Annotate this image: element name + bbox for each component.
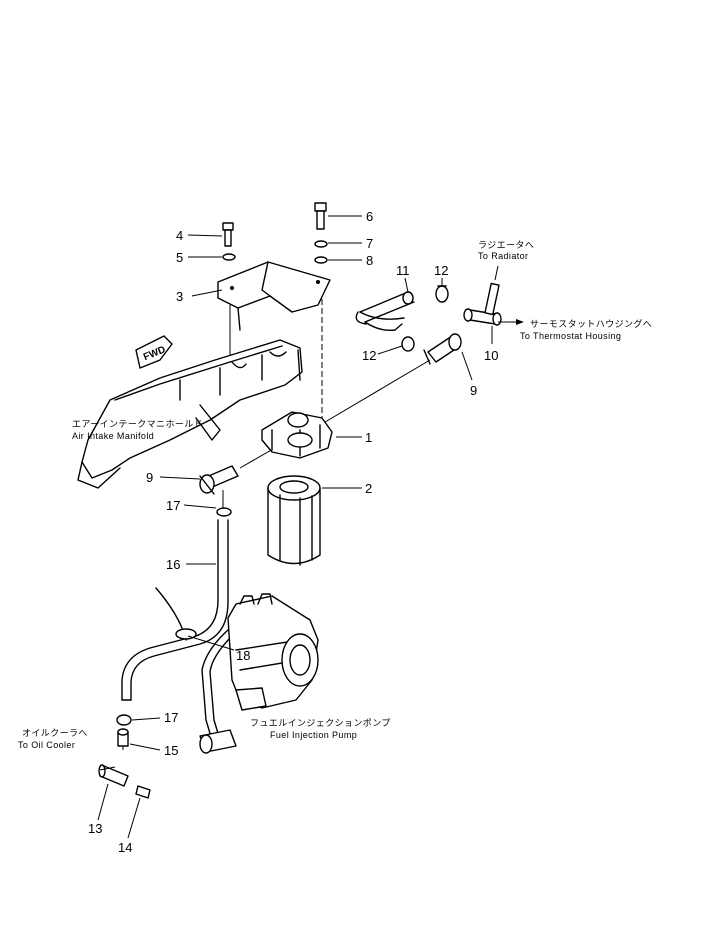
oilcooler-label-en: To Oil Cooler xyxy=(18,740,75,750)
bolt-4 xyxy=(222,222,234,247)
pipe-16 xyxy=(121,519,237,741)
washer-5 xyxy=(222,253,236,261)
gasket-17-upper xyxy=(216,507,232,517)
connector-13 xyxy=(98,764,129,787)
callout-1: 1 xyxy=(365,430,372,445)
callout-numbers: 1 2 3 4 5 6 7 8 9 9 10 11 12 12 13 14 15… xyxy=(88,209,498,855)
plug-14 xyxy=(135,785,151,799)
callout-4: 4 xyxy=(176,228,183,243)
manifold-label-jp: エアーインテークマニホールド xyxy=(72,419,203,429)
washer-7 xyxy=(314,240,328,248)
washer-8 xyxy=(314,256,328,264)
clamp-12-lower xyxy=(401,336,415,352)
hose-11 xyxy=(355,291,415,332)
filter-cartridge-2 xyxy=(267,475,321,566)
thermostat-label-jp: サーモスタットハウジングへ xyxy=(530,318,652,329)
callout-13: 13 xyxy=(88,821,102,836)
filter-head-1 xyxy=(261,411,333,459)
callout-12-lower: 12 xyxy=(362,348,376,363)
fuel-injection-pump xyxy=(199,593,319,754)
air-intake-manifold xyxy=(77,339,303,489)
connector-15 xyxy=(117,728,129,747)
thermostat-arrow-icon xyxy=(516,319,524,325)
oilcooler-label-jp: オイルクーラへ xyxy=(22,728,88,738)
bracket-3 xyxy=(217,261,331,331)
callout-15: 15 xyxy=(164,743,178,758)
callout-16: 16 xyxy=(166,557,180,572)
callout-8: 8 xyxy=(366,253,373,268)
pump-label-en: Fuel Injection Pump xyxy=(270,730,357,740)
elbow-fitting-9-lower xyxy=(199,465,239,495)
callout-leaders xyxy=(97,215,516,839)
fwd-arrow-icon: FWD xyxy=(135,335,173,369)
callout-7: 7 xyxy=(366,236,373,251)
callout-6: 6 xyxy=(366,209,373,224)
callout-3: 3 xyxy=(176,289,183,304)
manifold-label-en: Air Intake Manifold xyxy=(72,431,154,441)
callout-9-lower: 9 xyxy=(146,470,153,485)
pump-label-jp: フュエルインジェクションポンプ xyxy=(250,718,391,728)
callout-10: 10 xyxy=(484,348,498,363)
thermostat-label-en: To Thermostat Housing xyxy=(520,331,621,341)
callout-14: 14 xyxy=(118,840,132,855)
callout-11: 11 xyxy=(396,263,410,278)
callout-2: 2 xyxy=(365,481,372,496)
elbow-fitting-9-upper xyxy=(423,333,462,365)
callout-18: 18 xyxy=(236,648,250,663)
callout-17-upper: 17 xyxy=(166,498,180,513)
gasket-17-lower xyxy=(116,714,132,726)
bolt-6 xyxy=(314,202,327,230)
callout-17-lower: 17 xyxy=(164,710,178,725)
callout-5: 5 xyxy=(176,250,183,265)
callout-12-upper: 12 xyxy=(434,263,448,278)
clamp-12-upper xyxy=(435,285,449,303)
radiator-label-en: To Radiator xyxy=(478,251,528,261)
radiator-label-jp: ラジエータへ xyxy=(478,240,534,250)
callout-9-upper: 9 xyxy=(470,383,477,398)
tee-fitting-10 xyxy=(463,265,502,326)
annotation-labels: ラジエータへ To Radiator サーモスタットハウジングへ To Ther… xyxy=(18,240,652,750)
